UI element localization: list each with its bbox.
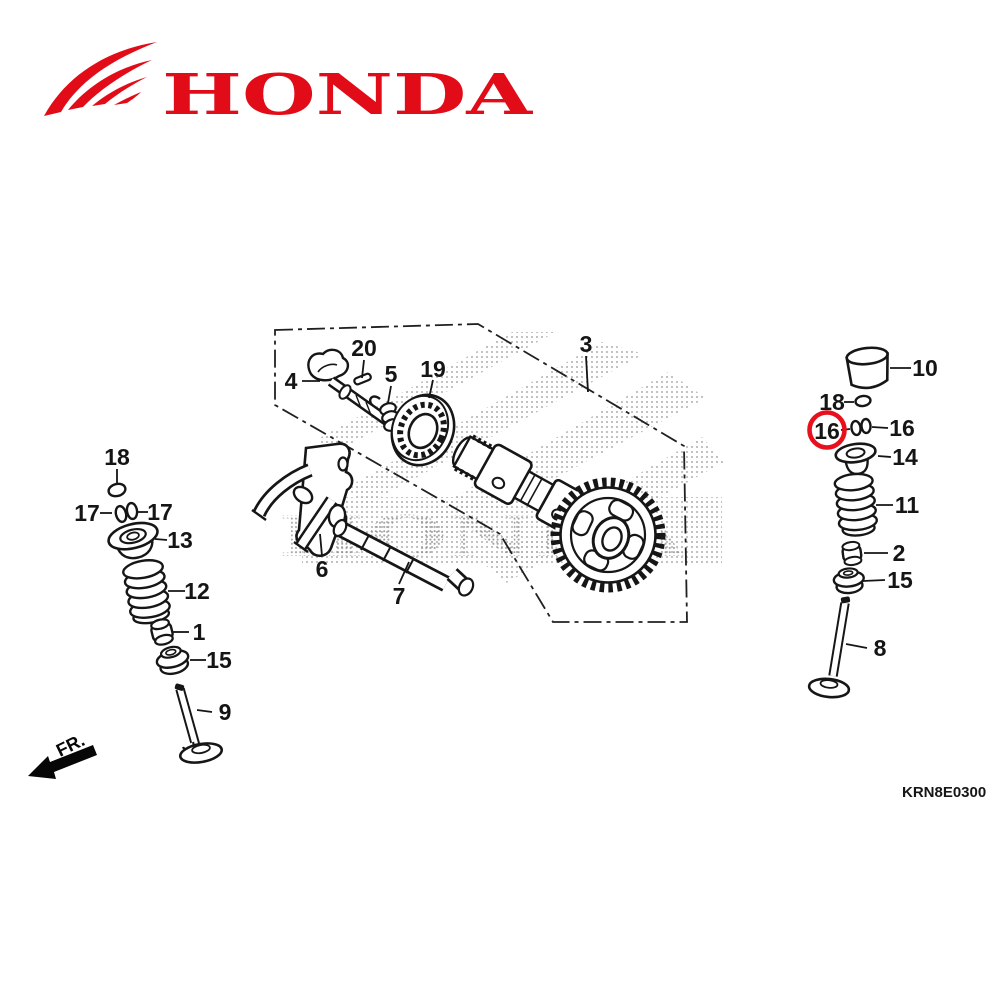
svg-text:8: 8 (874, 635, 887, 661)
callout-2: 2 (864, 540, 905, 566)
svg-text:18: 18 (104, 444, 130, 470)
svg-text:14: 14 (892, 444, 918, 470)
highlight-circle (807, 410, 847, 450)
svg-text:10: 10 (912, 355, 938, 381)
callout-5: 5 (385, 361, 398, 404)
svg-text:3: 3 (580, 331, 593, 357)
svg-text:19: 19 (420, 356, 446, 382)
svg-text:9: 9 (219, 699, 232, 725)
callout-10: 10 (890, 355, 938, 381)
callout-19: 19 (420, 356, 446, 399)
part-valve-seal-15-left (155, 645, 190, 676)
svg-text:12: 12 (184, 578, 210, 604)
callout-9: 9 (196, 699, 232, 725)
callout-12: 12 (168, 578, 210, 604)
part-tappet-bucket-10 (845, 346, 889, 390)
part-spring-seat-1 (150, 618, 174, 646)
svg-text:13: 13 (167, 527, 193, 553)
svg-text:17: 17 (74, 500, 100, 526)
part-camshaft-3 (451, 434, 666, 593)
part-spring-seat-2 (841, 540, 863, 567)
part-retainer-stopper-18-right (854, 394, 872, 408)
callout-14: 14 (877, 444, 918, 470)
part-spring-retainer-14 (834, 442, 877, 476)
part-valve-spring-11 (833, 472, 878, 537)
svg-text:1: 1 (193, 619, 206, 645)
honda-logo: HONDA (44, 42, 534, 128)
svg-text:2: 2 (893, 540, 906, 566)
svg-text:16: 16 (889, 415, 915, 441)
callout-8: 8 (845, 635, 887, 661)
callout-16-right: 16 (871, 415, 915, 441)
front-direction-indicator: FR. (28, 730, 97, 779)
callout-16-highlighted: 16 (807, 410, 851, 450)
callout-17-right: 17 (137, 499, 173, 525)
cam-gear (550, 477, 666, 593)
callout-18-left: 18 (104, 444, 130, 483)
callout-11: 11 (876, 492, 919, 518)
honda-wordmark: HONDA (162, 62, 534, 128)
svg-text:4: 4 (285, 368, 298, 394)
callout-3: 3 (580, 331, 593, 393)
front-arrow-icon (28, 745, 97, 779)
callout-4: 4 (285, 368, 320, 394)
part-cotters-17 (114, 501, 139, 524)
svg-text:16: 16 (814, 418, 840, 444)
part-valve-seal-15-right (832, 567, 865, 595)
callout-6: 6 (316, 533, 329, 582)
svg-text:17: 17 (147, 499, 173, 525)
svg-text:7: 7 (393, 583, 406, 609)
part-cotters-16 (850, 417, 872, 437)
callout-15-left: 15 (190, 647, 232, 673)
svg-text:6: 6 (316, 556, 329, 582)
svg-text:20: 20 (351, 335, 377, 361)
part-bearing-19 (390, 393, 456, 467)
svg-text:11: 11 (895, 492, 920, 518)
callout-7: 7 (393, 561, 410, 609)
svg-text:15: 15 (206, 647, 232, 673)
part-valve-spring-12 (122, 559, 171, 625)
svg-text:5: 5 (385, 361, 398, 387)
callout-17-left: 17 (74, 500, 112, 526)
part-valve-9 (174, 683, 224, 764)
part-rocker-shaft-7 (332, 518, 475, 597)
callout-15-right: 15 (862, 567, 913, 593)
svg-text:15: 15 (887, 567, 913, 593)
part-valve-8 (807, 596, 851, 699)
callout-20: 20 (351, 335, 377, 379)
assembly-boundary (274, 323, 688, 623)
callout-13: 13 (154, 527, 193, 553)
part-spring-retainer-13 (107, 521, 159, 560)
honda-wing-icon (44, 42, 157, 116)
diagram-code: KRN8E0300 (902, 784, 986, 801)
part-retainer-stopper-18-left (107, 482, 127, 498)
callout-1: 1 (173, 619, 206, 645)
